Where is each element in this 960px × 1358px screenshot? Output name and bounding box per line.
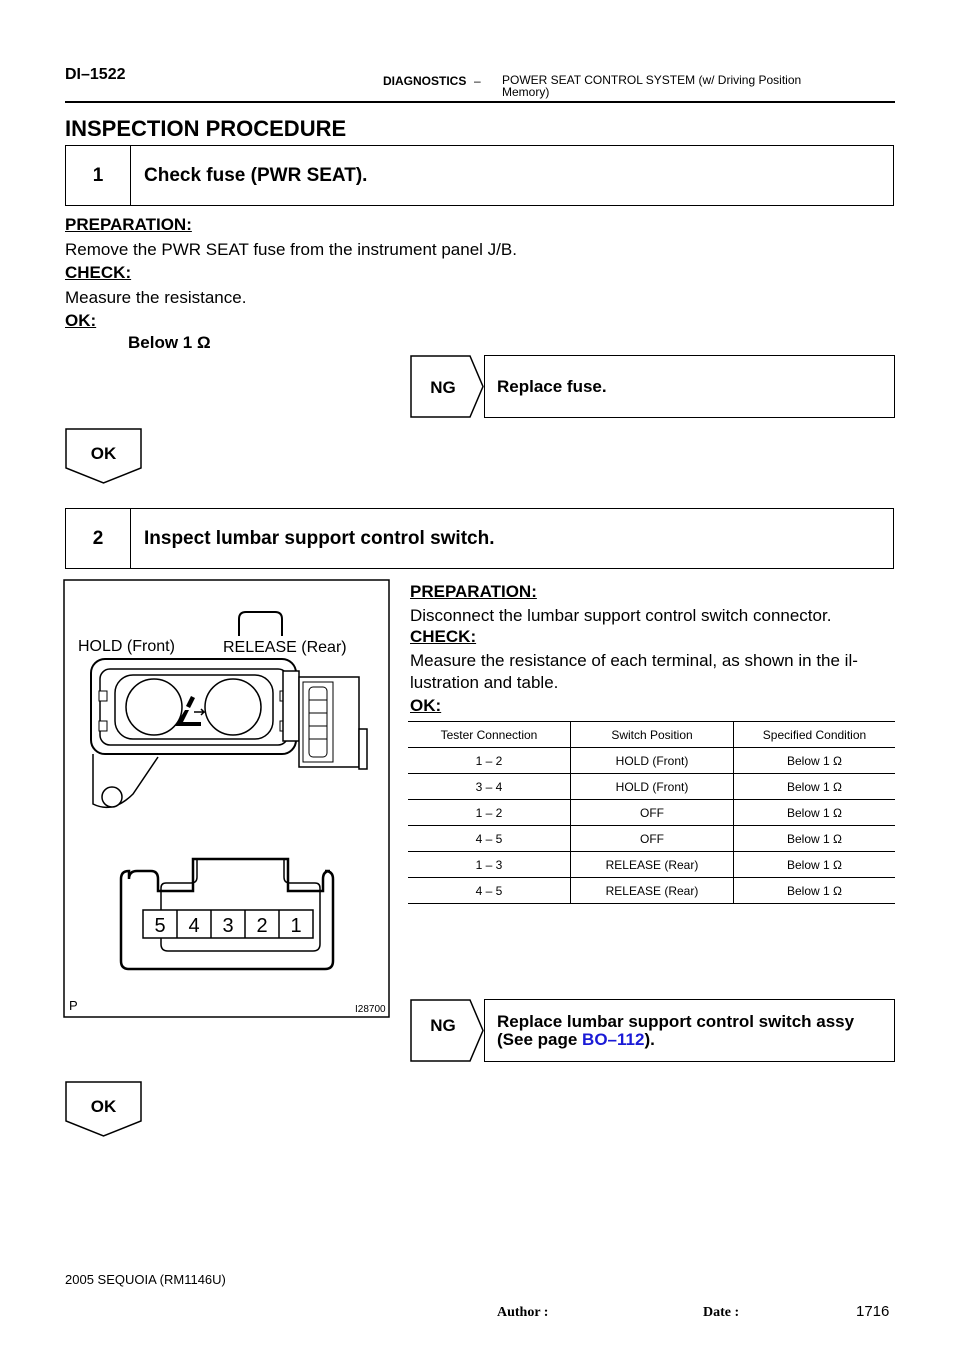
column-header: Switch Position (570, 721, 734, 748)
table-cell: 4 – 5 (408, 825, 571, 852)
table-cell: 4 – 5 (408, 877, 571, 904)
section-name: DIAGNOSTICS (383, 74, 467, 88)
author-label: Author : (497, 1305, 549, 1320)
ng-2-action-line-2: (See page BO–112). (497, 1030, 655, 1049)
page-number: 1716 (856, 1303, 890, 1320)
column-header: Specified Condition (733, 721, 895, 748)
label-hold-front: HOLD (Front) (78, 638, 175, 655)
step-2-preparation-text: Disconnect the lumbar support control sw… (410, 606, 832, 625)
table-row: 4 – 5 RELEASE (Rear) Below 1 Ω (408, 877, 895, 904)
step-1-ok-value: Below 1 Ω (128, 333, 211, 352)
table-cell: 1 – 3 (408, 851, 571, 878)
step-1-title: Check fuse (PWR SEAT). (144, 164, 368, 186)
ok-2-label: OK (91, 1097, 117, 1116)
figure-id: I28700 (355, 1004, 386, 1015)
step-1-preparation-text: Remove the PWR SEAT fuse from the instru… (65, 240, 517, 259)
step-2-preparation-label: PREPARATION: (410, 582, 537, 601)
ng-2-action-line-1: Replace lumbar support control switch as… (497, 1012, 855, 1031)
spec-table: Tester Connection Switch Position Specif… (408, 721, 895, 904)
table-cell: Below 1 Ω (733, 747, 895, 774)
header-rule (65, 101, 895, 103)
table-cell: OFF (570, 799, 734, 826)
date-label: Date : (703, 1305, 740, 1320)
step-2-ok-label: OK: (410, 696, 442, 715)
switch-illustration: HOLD (Front) RELEASE (Rear) 5 4 3 2 1 P … (63, 579, 390, 1018)
table-cell: HOLD (Front) (570, 747, 734, 774)
table-row: 4 – 5 OFF Below 1 Ω (408, 825, 895, 852)
ng-1-label: NG (430, 378, 456, 397)
table-row: 3 – 4 HOLD (Front) Below 1 Ω (408, 773, 895, 800)
seat-icon (175, 710, 201, 726)
ng-2-label: NG (430, 1016, 456, 1035)
page-link-bo-112[interactable]: BO–112 (582, 1030, 645, 1049)
table-cell: Below 1 Ω (733, 773, 895, 800)
page-title: INSPECTION PROCEDURE (65, 116, 347, 141)
table-cell: RELEASE (Rear) (570, 851, 734, 878)
ng-2-action: Replace lumbar support control switch as… (484, 999, 895, 1062)
step-1-header: 1 Check fuse (PWR SEAT). (65, 145, 894, 206)
pin-label: 4 (188, 915, 199, 937)
step-1-number: 1 (66, 146, 131, 205)
column-header: Tester Connection (408, 721, 571, 748)
table-row: 1 – 2 HOLD (Front) Below 1 Ω (408, 747, 895, 774)
system-name: POWER SEAT CONTROL SYSTEM (w/ Driving Po… (502, 73, 802, 99)
pin-label: 5 (154, 915, 165, 937)
pin-label: 2 (256, 915, 267, 937)
step-2-check-text-1: Measure the resistance of each terminal,… (410, 651, 858, 670)
pin-label: 1 (290, 915, 301, 937)
ng-1-action: Replace fuse. (484, 355, 895, 418)
table-cell: RELEASE (Rear) (570, 877, 734, 904)
table-cell: OFF (570, 825, 734, 852)
step-2-check-label: CHECK: (410, 627, 477, 646)
step-1-check-text: Measure the resistance. (65, 288, 247, 307)
ok-1-label: OK (91, 444, 117, 463)
ok-flow-arrow: OK (65, 428, 142, 484)
table-cell: 1 – 2 (408, 747, 571, 774)
table-cell: Below 1 Ω (733, 877, 895, 904)
ng-arrow-tag: NG (410, 355, 484, 418)
table-cell: Below 1 Ω (733, 799, 895, 826)
corner-mark: P (69, 998, 78, 1013)
table-header-row: Tester Connection Switch Position Specif… (408, 721, 895, 748)
table-row: 1 – 2 OFF Below 1 Ω (408, 799, 895, 826)
table-row: 1 – 3 RELEASE (Rear) Below 1 Ω (408, 851, 895, 878)
doc-code: DI–1522 (65, 66, 126, 83)
header-dash: – (474, 74, 481, 88)
step-1-ok-label: OK: (65, 311, 97, 330)
table-cell: Below 1 Ω (733, 851, 895, 878)
step-1-check-label: CHECK: (65, 263, 132, 282)
table-cell: 3 – 4 (408, 773, 571, 800)
table-cell: Below 1 Ω (733, 825, 895, 852)
ng-arrow-tag: NG (410, 999, 484, 1062)
table-cell: HOLD (Front) (570, 773, 734, 800)
step-2-header: 2 Inspect lumbar support control switch. (65, 508, 894, 569)
step-2-check-text-2: lustration and table. (410, 673, 559, 692)
label-release-rear: RELEASE (Rear) (223, 639, 347, 656)
ok-flow-arrow: OK (65, 1081, 142, 1137)
table-cell: 1 – 2 (408, 799, 571, 826)
pin-label: 3 (222, 915, 233, 937)
step-2-title: Inspect lumbar support control switch. (144, 527, 495, 549)
step-2-number: 2 (66, 509, 131, 568)
footer-model: 2005 SEQUOIA (RM1146U) (65, 1272, 226, 1287)
step-1-preparation-label: PREPARATION: (65, 215, 192, 234)
